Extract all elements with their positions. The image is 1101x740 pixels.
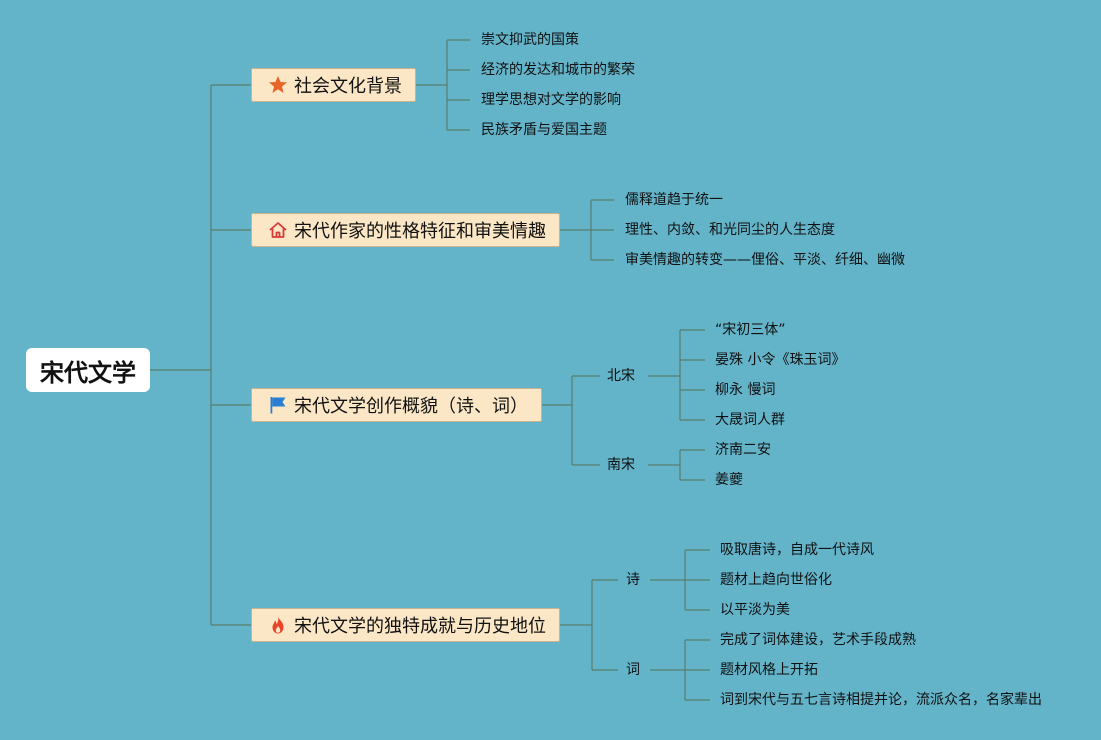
branch-label: 宋代文学创作概貌（诗、词） <box>294 396 528 417</box>
sub-node-poetry[interactable]: 诗 <box>626 572 640 588</box>
leaf-item[interactable]: 经济的发达和城市的繁荣 <box>481 62 635 78</box>
leaf-item[interactable]: 柳永 慢词 <box>715 382 776 398</box>
leaf-item[interactable]: 以平淡为美 <box>720 602 790 618</box>
sub-node-ci[interactable]: 词 <box>626 662 640 678</box>
root-title: 宋代文学 <box>40 358 136 387</box>
leaf-item[interactable]: 吸取唐诗，自成一代诗风 <box>720 542 874 558</box>
flag-icon <box>268 395 288 415</box>
branch-label: 宋代文学的独特成就与历史地位 <box>294 616 546 637</box>
sub-node-northern-song[interactable]: 北宋 <box>607 368 635 384</box>
leaf-item[interactable]: 晏殊 小令《珠玉词》 <box>715 352 846 368</box>
branch-label: 社会文化背景 <box>294 76 402 97</box>
branch-node-creation-overview[interactable]: 宋代文学创作概貌（诗、词） <box>251 388 542 422</box>
sub-node-southern-song[interactable]: 南宋 <box>607 457 635 473</box>
leaf-item[interactable]: 题材上趋向世俗化 <box>720 572 832 588</box>
leaf-item[interactable]: 理性、内敛、和光同尘的人生态度 <box>625 222 835 238</box>
branch-node-social-background[interactable]: 社会文化背景 <box>251 68 416 102</box>
star-icon <box>268 75 288 95</box>
leaf-item[interactable]: 完成了词体建设，艺术手段成熟 <box>720 632 916 648</box>
leaf-item[interactable]: 题材风格上开拓 <box>720 662 818 678</box>
branch-node-achievements[interactable]: 宋代文学的独特成就与历史地位 <box>251 608 560 642</box>
leaf-item[interactable]: 审美情趣的转变——俚俗、平淡、纤细、幽微 <box>625 252 905 268</box>
leaf-item[interactable]: 崇文抑武的国策 <box>481 32 579 48</box>
leaf-item[interactable]: 理学思想对文学的影响 <box>481 92 621 108</box>
branch-label: 宋代作家的性格特征和审美情趣 <box>294 221 546 242</box>
root-node[interactable]: 宋代文学 <box>26 348 150 392</box>
leaf-item[interactable]: 词到宋代与五七言诗相提并论，流派众名，名家辈出 <box>720 692 1042 708</box>
home-icon <box>268 220 288 240</box>
fire-icon <box>268 615 288 635</box>
branch-node-writer-character[interactable]: 宋代作家的性格特征和审美情趣 <box>251 213 560 247</box>
leaf-item[interactable]: 民族矛盾与爱国主题 <box>481 122 607 138</box>
leaf-item[interactable]: 儒释道趋于统一 <box>625 192 723 208</box>
leaf-item[interactable]: 大晟词人群 <box>715 412 785 428</box>
leaf-item[interactable]: 济南二安 <box>715 442 771 458</box>
leaf-item[interactable]: “宋初三体” <box>715 322 786 338</box>
leaf-item[interactable]: 姜夔 <box>715 472 743 488</box>
